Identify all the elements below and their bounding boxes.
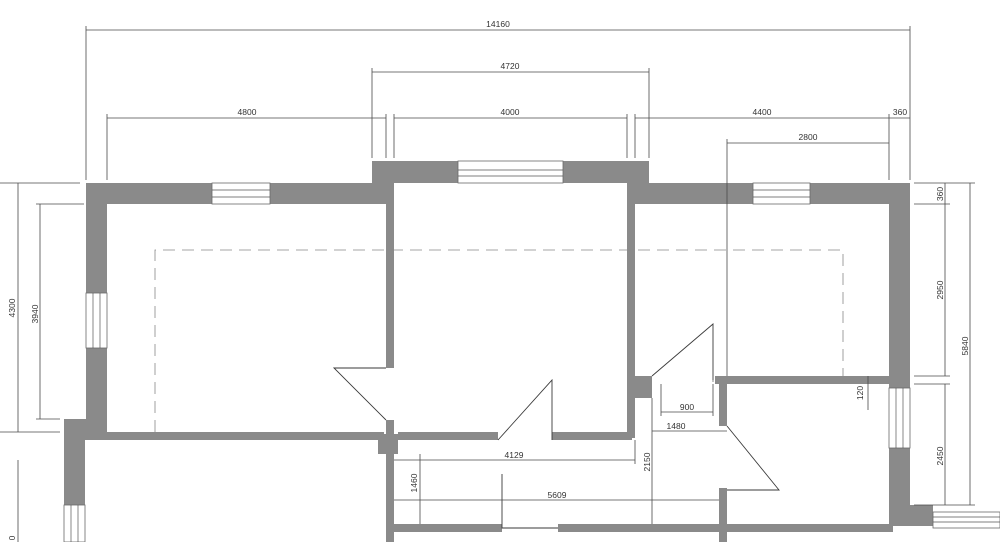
dim-label-top-center-bay: 4720 <box>501 61 520 71</box>
dim-label-corridor-length: 4129 <box>505 450 524 460</box>
doors <box>332 323 780 529</box>
wall-int-center <box>627 183 635 438</box>
dim-label-top-total: 14160 <box>486 19 510 29</box>
window-top-center <box>457 160 564 184</box>
door-swing-corridor-b <box>501 474 558 529</box>
wall-right-int-low <box>719 488 727 542</box>
wall-mid-center-a <box>398 432 498 440</box>
dim-label-top-right-wall: 360 <box>893 107 907 117</box>
dim-label-right-total: 5840 <box>960 336 970 355</box>
wall-corr-left <box>386 454 394 542</box>
window-top-left <box>211 182 271 205</box>
wall-right-step <box>889 505 933 526</box>
window-left <box>85 292 108 349</box>
door-swing-lower-right <box>726 425 780 491</box>
wall-right-mid <box>889 448 910 514</box>
dim-label-right-window-offset: 2800 <box>799 132 818 142</box>
dim-label-left-outer: 4300 <box>7 298 17 317</box>
dim-label-door-opening: 900 <box>680 402 694 412</box>
door-swing-center-room <box>332 367 387 421</box>
dim-label-corridor-height: 2150 <box>642 452 652 471</box>
dimension-labels: 14160 4720 4800 4000 4400 360 2800 4300 … <box>7 19 970 540</box>
wall-column-b <box>632 376 652 398</box>
windows <box>63 160 1000 542</box>
wall-top-right-b <box>810 183 910 204</box>
dim-label-right-lower: 2450 <box>935 446 945 465</box>
wall-left-upper <box>86 183 107 293</box>
wall-int-left <box>386 183 394 368</box>
dim-label-room-left: 4800 <box>238 107 257 117</box>
dim-label-corridor-partition: 120 <box>855 386 865 400</box>
wall-int-left-low <box>386 420 394 434</box>
door-swing-right-room <box>651 323 714 380</box>
wall-left-lower <box>86 348 107 440</box>
wall-corr-bottom-c <box>719 524 893 532</box>
wall-right-int <box>719 380 727 426</box>
wall-column-a <box>378 434 398 454</box>
ceiling-outline-dashed <box>154 249 844 432</box>
wall-top-left <box>86 183 212 204</box>
dim-label-bottom-left: 0 <box>7 535 17 540</box>
wall-left-bottom <box>64 419 85 505</box>
window-right <box>888 387 911 449</box>
dim-label-hall-depth: 1480 <box>667 421 686 431</box>
dim-label-corridor-width: 1460 <box>409 473 419 492</box>
dim-label-right-room: 2950 <box>935 280 945 299</box>
dim-label-room-right: 4400 <box>753 107 772 117</box>
window-bottom-left <box>63 504 86 542</box>
wall-mid-left <box>86 432 384 440</box>
dim-label-room-center: 4000 <box>501 107 520 117</box>
window-top-right <box>752 182 811 205</box>
dimension-lines <box>0 26 975 542</box>
wall-corr-bottom-b <box>558 524 722 532</box>
wall-mid-center-b <box>552 432 632 440</box>
window-bottom-right <box>932 511 1000 529</box>
dim-label-right-wall-top: 360 <box>935 187 945 201</box>
dim-label-corridor-total: 5609 <box>548 490 567 500</box>
wall-right-upper <box>889 183 910 388</box>
wall-top-right-a <box>627 183 753 204</box>
door-swing-corridor-a <box>497 378 553 441</box>
wall-corr-bottom-a <box>386 524 502 532</box>
dim-label-left-inner: 3940 <box>30 304 40 323</box>
walls <box>64 161 933 542</box>
wall-top-left-2 <box>270 183 374 204</box>
wall-right-partition <box>715 376 893 384</box>
